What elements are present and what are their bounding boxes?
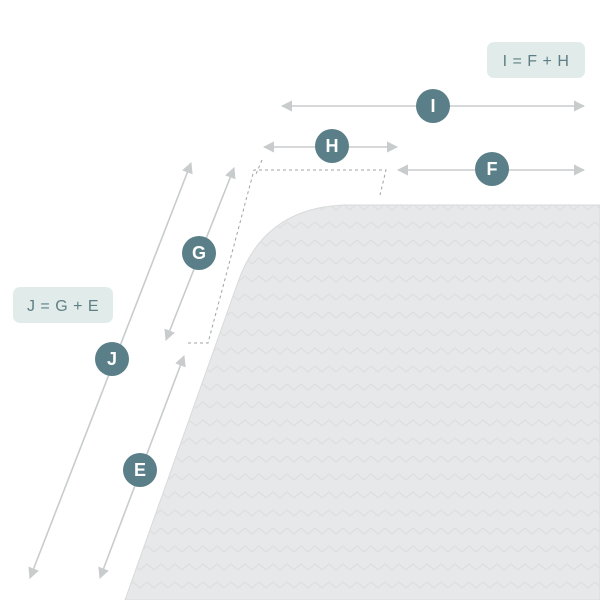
badge-i-label: I [430,96,435,116]
badge-f-label: F [487,159,498,179]
badge-g-label: G [192,243,206,263]
badge-j: J [95,342,129,376]
badge-e-label: E [134,460,146,480]
badge-e: E [123,453,157,487]
formula-box-top-right: I = F + H [487,42,585,78]
formula-box-left: J = G + E [13,287,113,323]
badge-h-label: H [326,136,339,156]
panel-shape [124,204,600,600]
dashed-corner-outline [188,169,387,344]
badge-h: H [315,129,349,163]
badge-f: F [475,152,509,186]
badge-g: G [182,236,216,270]
dashed-h-extension [255,159,263,175]
formula-left: J = G + E [27,298,99,315]
badge-j-label: J [107,349,117,369]
badge-i: I [416,89,450,123]
formula-top-right: I = F + H [503,53,570,70]
